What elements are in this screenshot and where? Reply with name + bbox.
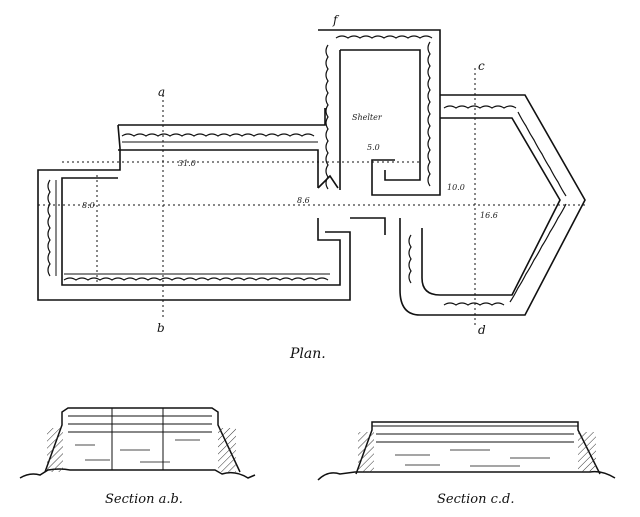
dimension-shelter-width: 5.0 (367, 143, 380, 152)
bastion-inner-wall (421, 117, 561, 296)
dimension-width-left: 8.0 (82, 201, 95, 210)
section-marker-d: d (478, 323, 486, 337)
shelter-label: Shelter (352, 113, 383, 122)
section-ab (19, 407, 256, 479)
section-cd (317, 421, 616, 481)
stone-masonry-left (47, 133, 330, 281)
stone-masonry-bastion (408, 105, 567, 306)
dimension-passage: 8.6 (297, 196, 310, 205)
section-cd-ground (317, 470, 616, 481)
shelter-inner-wall (339, 49, 421, 190)
section-marker-a: a (158, 85, 165, 99)
plan-section-lines (38, 68, 585, 325)
section-ab-caption: Section a.b. (105, 492, 183, 507)
section-marker-c: c (478, 59, 485, 73)
passage-walls (317, 174, 386, 235)
plan-view (37, 29, 586, 325)
section-ab-mound (44, 407, 241, 473)
dimension-right-length: 16.6 (480, 211, 498, 220)
left-enclosure-inner-wall (61, 149, 341, 286)
section-cd-caption: Section c.d. (437, 492, 514, 507)
left-enclosure-outer-wall (37, 108, 351, 301)
section-marker-b: b (157, 321, 165, 335)
bastion-outer-wall (399, 94, 586, 316)
dimension-length: 31.0 (178, 159, 196, 168)
stone-masonry-shelter (325, 35, 433, 190)
dimension-right-width: 10.0 (447, 183, 465, 192)
plan-labels: 31.0 8.0 8.6 16.6 10.0 5.0 Shelter a b c… (82, 13, 498, 362)
section-marker-top: f (332, 13, 340, 27)
plan-caption: Plan. (289, 346, 326, 362)
shelter-outer-wall (318, 29, 441, 196)
